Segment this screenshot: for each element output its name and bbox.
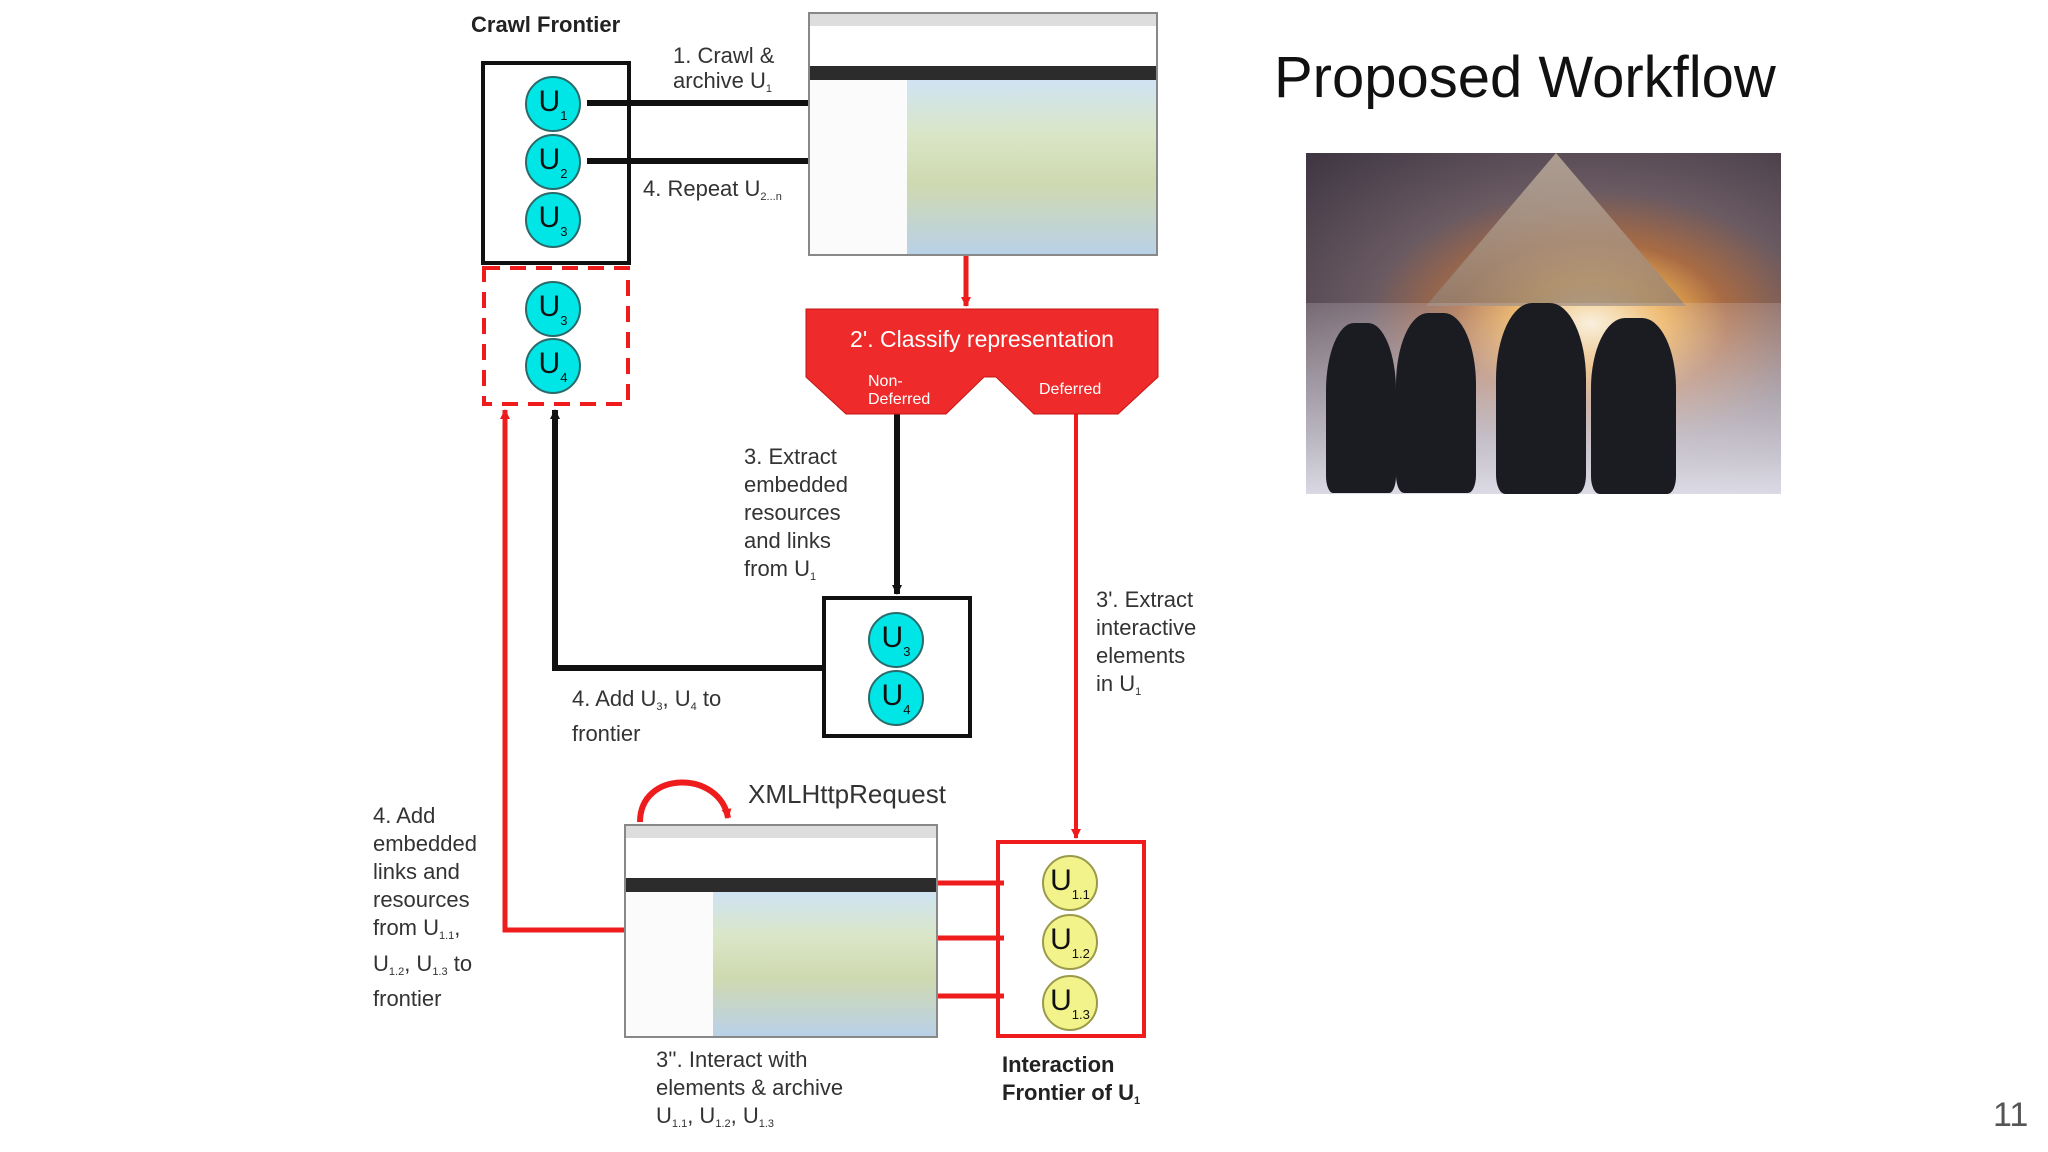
interaction-node-u13: U1.3 [1042,975,1098,1031]
archived-page-screenshot [808,12,1158,256]
deferred-node-u3: U3 [525,281,581,337]
step3pp-line3: U1.1, U1.2, U1.3 [656,1102,774,1138]
interaction-page-screenshot [624,824,938,1038]
xhr-loop-arrow [640,782,728,822]
xhr-label: XMLHttpRequest [748,780,946,808]
crawl-node-u1: U1 [525,76,581,132]
deferred-label: Deferred [1039,381,1101,399]
slide-title: Proposed Workflow [1274,44,1776,111]
non-deferred-label: Non- Deferred [868,373,930,409]
classify-shape [806,309,1158,414]
crawl-node-u3: U3 [525,192,581,248]
step4-add-line2: frontier [572,720,640,748]
step3pp-line2: elements & archive [656,1074,843,1102]
step1-line1: 1. Crawl & [673,42,774,70]
classify-label: 2'. Classify representation [806,326,1158,353]
step3pp-line1: 3''. Interact with [656,1046,807,1074]
step4-repeat: 4. Repeat U2...n [643,175,782,211]
crawl-node-u2: U2 [525,134,581,190]
interaction-frontier-title-line2: Frontier of U1 [1002,1079,1140,1115]
ghostbusters-photo [1306,153,1781,494]
deferred-node-u4: U4 [525,338,581,394]
step1-line2: archive U1 [673,67,772,103]
interaction-node-u11: U1.1 [1042,855,1098,911]
interaction-node-u12: U1.2 [1042,914,1098,970]
crawl-frontier-title: Crawl Frontier [471,11,620,39]
page-number: 11 [1993,1096,2028,1135]
extracted-node-u3: U3 [868,612,924,668]
step4-add-line1: 4. Add U3, U4 to [572,685,721,721]
extracted-node-u4: U4 [868,670,924,726]
interaction-frontier-title-line1: Interaction [1002,1051,1114,1079]
